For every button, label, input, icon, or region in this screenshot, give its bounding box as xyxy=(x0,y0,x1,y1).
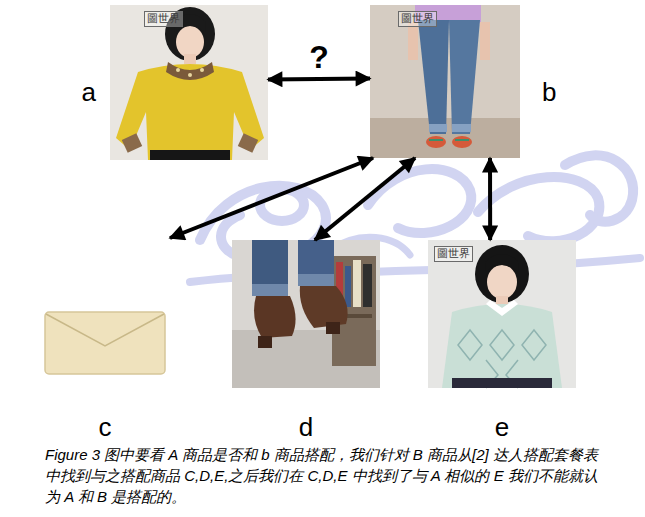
item-letter: b xyxy=(542,79,556,105)
brand-logo: 圖世界 xyxy=(398,11,437,27)
photo-loafers xyxy=(232,240,380,388)
brand-logo: 圖世界 xyxy=(144,11,183,27)
photo-node: b圖世界 xyxy=(370,5,520,158)
double-arrow xyxy=(315,158,415,240)
photo-node: c xyxy=(40,238,170,388)
double-arrow xyxy=(170,158,373,238)
photo-argyle-sweater xyxy=(428,240,576,388)
photo-jeans xyxy=(370,5,520,158)
photo-clutch xyxy=(40,238,170,388)
item-letter: a xyxy=(82,79,96,105)
item-letter: d xyxy=(299,414,313,440)
photo-node: e圖世界 xyxy=(428,240,576,388)
photo-node: a圖世界 xyxy=(110,5,268,160)
item-letter: e xyxy=(495,414,509,440)
double-arrow xyxy=(268,76,370,81)
photo-yellow-sweater xyxy=(110,5,268,160)
photo-node: d xyxy=(232,240,380,388)
edge-label: ? xyxy=(309,41,329,73)
double-arrow xyxy=(488,158,492,240)
brand-logo: 圖世界 xyxy=(434,246,473,262)
item-letter: c xyxy=(99,414,112,440)
figure-caption: Figure 3 图中要看 A 商品是否和 b 商品搭配，我们针对 B 商品从[… xyxy=(45,444,605,507)
